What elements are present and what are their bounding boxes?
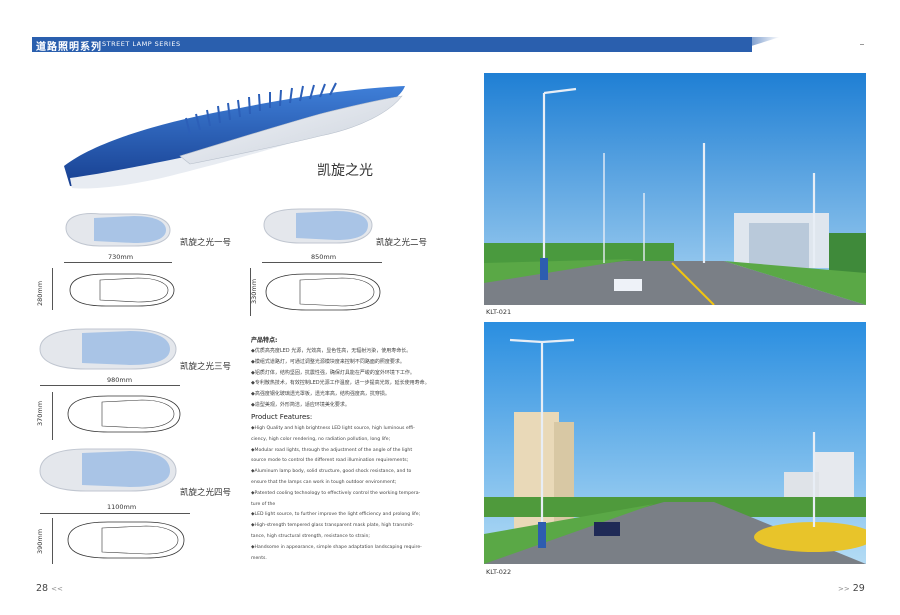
model-1-name: 凯旋之光一号: [180, 238, 232, 248]
features-cn-item: ◆优质高亮度LED 光源，光效高，显色性高，无辐射污染，使用寿命长。: [251, 348, 412, 354]
features-en-line: ments.: [251, 555, 267, 561]
model-3-width: 980mm: [107, 376, 133, 384]
model-4-name: 凯旋之光四号: [180, 488, 232, 498]
model-2-height-line: [250, 268, 251, 316]
features-en-line: ◆Modular road lights, through the adjust…: [251, 447, 413, 453]
model-3-drawing: [67, 395, 181, 433]
corner-mark: [860, 44, 864, 45]
features-en-line: tance, high structural strength, resista…: [251, 533, 370, 539]
features-cn-title: 产品特点:: [251, 337, 278, 344]
photo-klt-022: [484, 322, 866, 564]
model-2-photo: [263, 208, 373, 244]
model-1-photo: [65, 213, 171, 247]
model-2-width-line: [262, 262, 382, 263]
features-en-line: ◆Patented cooling technology to effectiv…: [251, 490, 421, 496]
hero-lamp-name: 凯旋之光: [317, 163, 373, 179]
page-number-right: >> 29: [838, 583, 865, 594]
model-4-drawing: [67, 521, 185, 559]
model-3-height-line: [52, 392, 53, 440]
features-cn-item: ◆高强度钢化玻璃透光罩板，透光率高，结构强度高，抗穿损。: [251, 391, 390, 398]
page-number-right-mark: >>: [838, 585, 850, 593]
header-bar: [32, 37, 752, 52]
model-3-photo: [39, 328, 177, 370]
model-1-height: 280mm: [36, 280, 44, 306]
model-4-width: 1100mm: [107, 503, 137, 511]
features-cn-item: ◆模组式道路灯，可通过调整光源模块度来控制不同路面的照度要求。: [251, 358, 405, 365]
features-en-list: ◆High Quality and high brightness LED li…: [251, 424, 451, 564]
features-en-line: ensure that the lamps can work in tough …: [251, 479, 397, 485]
features-en-line: ◆Handsome in appearance, simple shape ad…: [251, 544, 422, 550]
features-en-line: ciency, high color rendering, no radiati…: [251, 436, 391, 442]
photo-klt-021: [484, 73, 866, 305]
page-number-left-value: 28: [36, 583, 49, 594]
features-en-line: ◆High Quality and high brightness LED li…: [251, 426, 415, 431]
page-number-left-mark: <<: [51, 585, 63, 593]
page-number-right-value: 29: [852, 583, 865, 594]
page-number-left: 28 <<: [36, 583, 63, 594]
model-3-height: 370mm: [36, 400, 44, 426]
features-cn-list: ◆优质高亮度LED 光源，光效高，显色性高，无辐射污染，使用寿命长。 ◆模组式道…: [251, 346, 451, 411]
features-cn-item: ◆专利散热技术，有效控制LED光源工作温度，进一步提高光效，延长使用寿命。: [251, 380, 430, 387]
model-1-drawing: [69, 273, 175, 307]
features-cn-item: ◆铝质灯体，结构坚固，抗震性强，确保灯具能在严峻的室外环境下工作。: [251, 369, 415, 376]
photo-2-caption: KLT-022: [486, 568, 512, 576]
series-title-cn: 道路照明系列: [36, 42, 102, 53]
features-en-line: ◆High-strength tempered glass transparen…: [251, 523, 414, 529]
model-4-height: 390mm: [36, 528, 44, 554]
model-2-width: 850mm: [311, 253, 337, 261]
model-1-height-line: [52, 268, 53, 310]
model-1-width: 730mm: [108, 253, 134, 261]
model-2-height: 330mm: [250, 278, 258, 304]
model-4-width-line: [40, 513, 190, 514]
features-en-line: ◆LED light source, to further improve th…: [251, 512, 421, 518]
features-en-line: source mode to control the different roa…: [251, 458, 409, 464]
model-1-width-line: [64, 262, 172, 263]
model-2-name: 凯旋之光二号: [376, 238, 428, 248]
model-3-name: 凯旋之光三号: [180, 362, 232, 372]
features-en-title: Product Features:: [251, 413, 313, 421]
series-title-en: STREET LAMP SERIES: [102, 40, 181, 48]
features-en-line: ture of the: [251, 501, 276, 507]
hero-lamp-image: [64, 82, 405, 189]
features-en-line: ◆Aluminum lamp body, solid structure, go…: [251, 469, 412, 475]
features-cn-item: ◆造型美观，外形简洁，适应环境美化要求。: [251, 401, 350, 408]
model-4-photo: [39, 448, 177, 492]
photo-1-caption: KLT-021: [486, 308, 512, 316]
model-4-height-line: [52, 518, 53, 564]
model-3-width-line: [40, 385, 180, 386]
model-2-drawing: [265, 273, 381, 311]
